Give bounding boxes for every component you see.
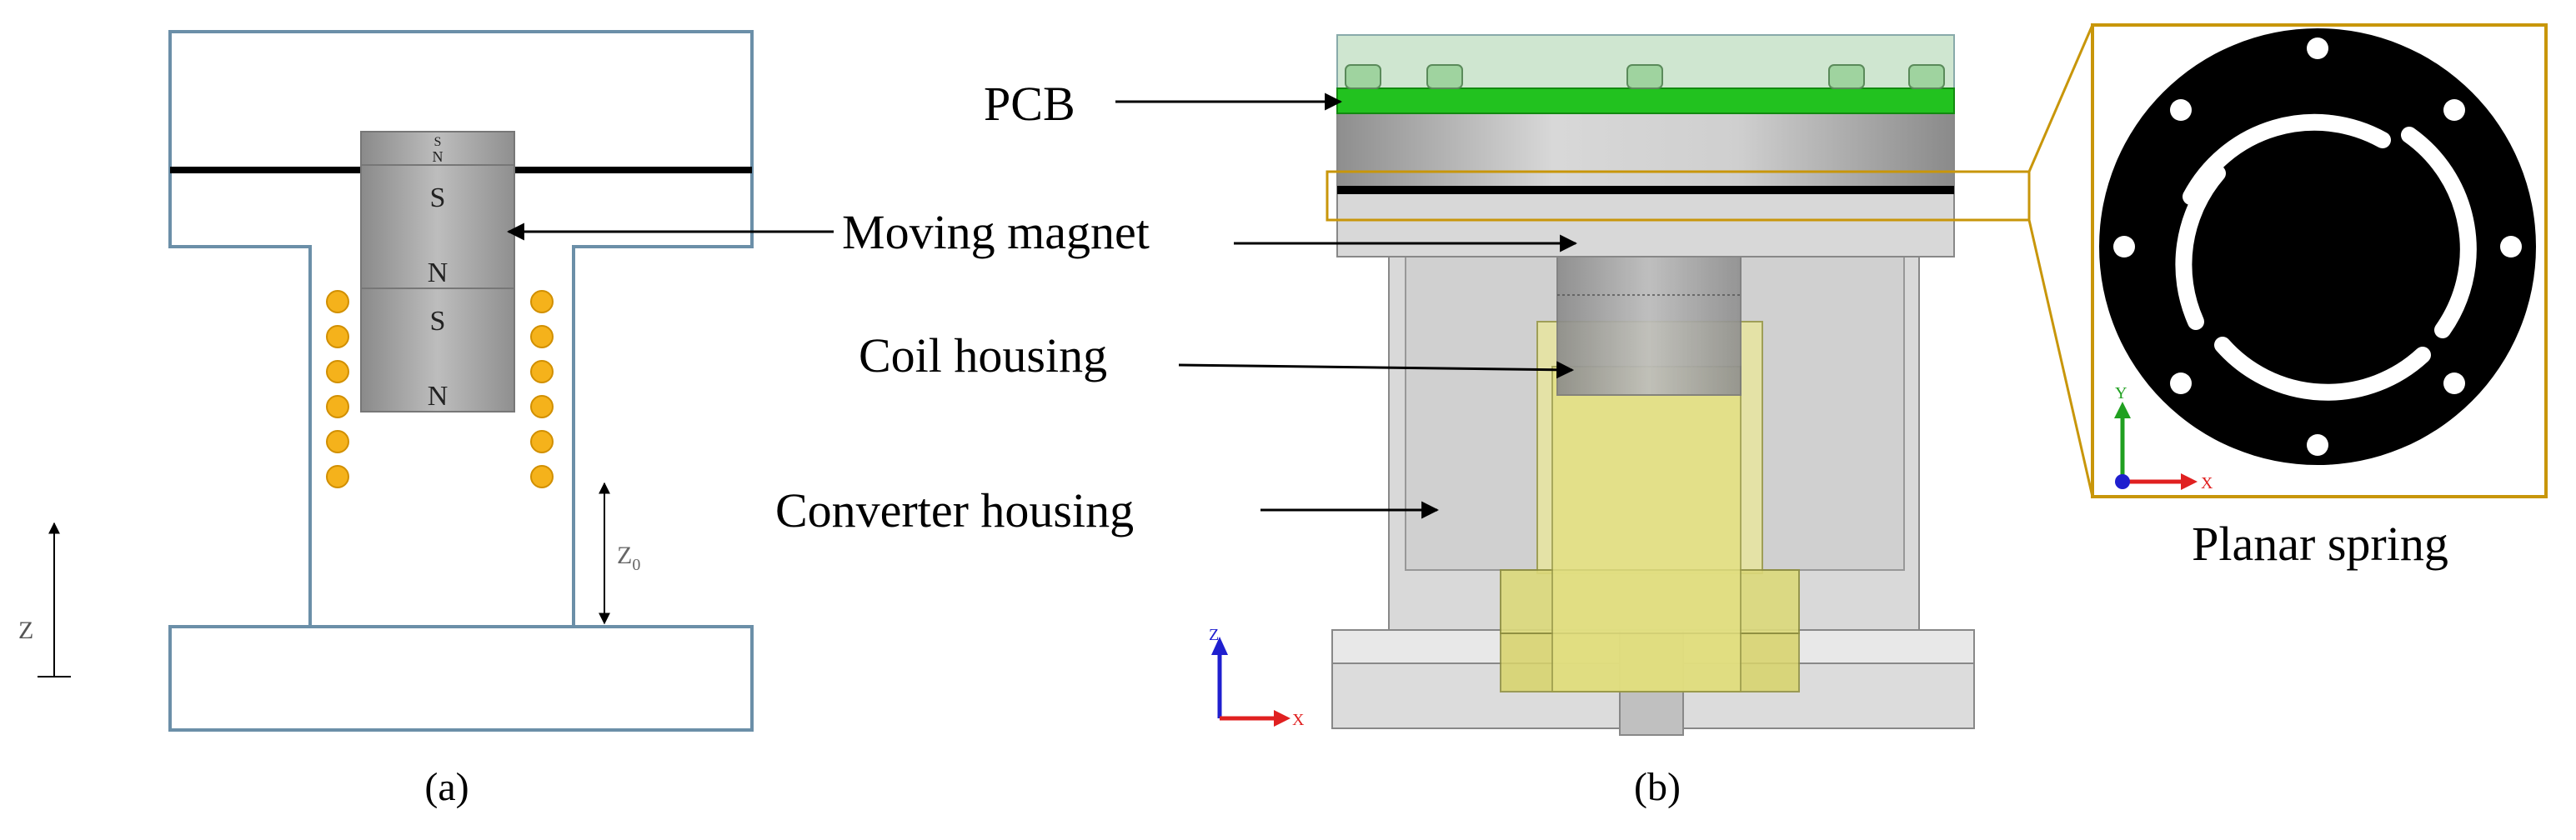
magnet-small <box>360 131 515 166</box>
magnet-lower <box>360 288 515 412</box>
spring-highlight-box <box>1326 170 2031 222</box>
inset-axis-x-label: X <box>2201 474 2213 492</box>
top-cap-lower <box>1336 188 1955 258</box>
coil-wires-left <box>326 290 349 488</box>
caption-a: (a) <box>424 765 469 809</box>
inset-axis-x-arrowhead <box>2181 473 2198 490</box>
label-coil-housing: Coil housing <box>859 328 1107 382</box>
coil-wires-right <box>530 290 554 488</box>
caption-b: (b) <box>1634 765 1681 809</box>
inset-connector-bottom <box>2027 219 2094 498</box>
magnet-label-lower-n: N <box>428 381 449 412</box>
inset-axis-y-arrowhead <box>2114 402 2131 418</box>
lower-core <box>168 625 754 732</box>
panel-a-diagram: S N S N S N Z Z0 (a) <box>18 30 754 809</box>
arrow-coil-housing <box>1178 361 1575 379</box>
label-moving-magnet: Moving magnet <box>842 205 1150 259</box>
inset-connector-top <box>2027 24 2094 172</box>
label-pcb: PCB <box>984 77 1075 131</box>
label-converter-housing: Converter housing <box>775 483 1134 538</box>
caption-planar-spring: Planar spring <box>2192 517 2448 571</box>
pcb-board <box>1336 88 1955 114</box>
z-axis-label: Z <box>18 617 33 644</box>
z0-label: Z0 <box>617 542 640 574</box>
magnet-label-upper-n: N <box>428 258 449 288</box>
top-cap <box>1336 108 1955 191</box>
pcb-components <box>1345 64 1945 89</box>
coil-housing-core <box>1551 366 1742 692</box>
axis-x-arrowhead <box>1274 710 1291 727</box>
magnet-label-lower-s: S <box>430 306 446 337</box>
inset-axis-origin <box>2115 474 2130 489</box>
inset-axis-y-label: Y <box>2115 384 2127 402</box>
magnet-label-small-n: N <box>433 148 444 165</box>
panel-b-diagram: PCB Moving magnet Coil housing Converter… <box>506 24 2094 809</box>
magnet-label-small-s: S <box>434 135 442 149</box>
spring-inset: Y X Planar spring <box>2091 23 2548 571</box>
axis-z-arrowhead <box>1211 637 1228 655</box>
axis-z-label: Z <box>1209 626 1219 644</box>
spring-arms <box>2175 113 2477 401</box>
magnet-label-upper-s: S <box>430 182 446 213</box>
axis-x-label: X <box>1292 711 1305 729</box>
spring-holes <box>2113 38 2522 456</box>
